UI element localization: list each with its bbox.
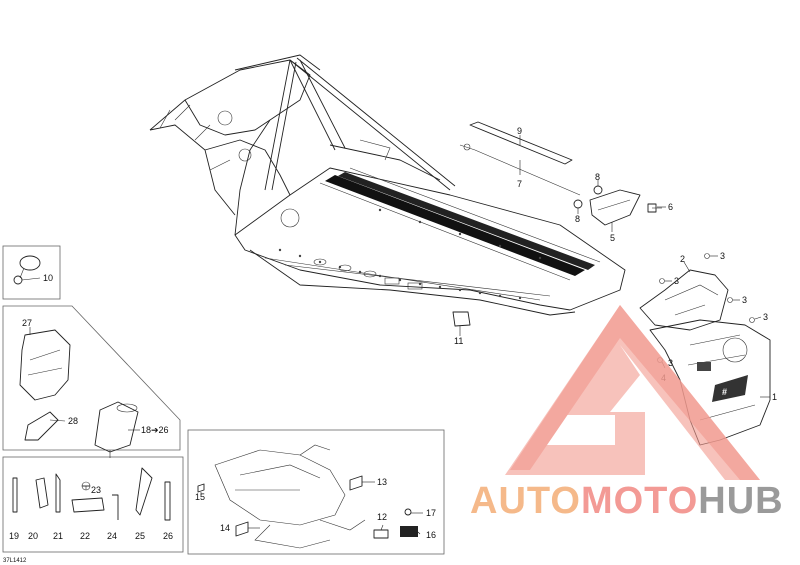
callout-14: 14 [220,523,230,533]
callout-27: 27 [22,318,32,328]
svg-text:#: # [722,387,727,397]
callout-20: 20 [28,531,38,541]
callout-1: 1 [772,392,777,402]
callout-21: 21 [53,531,63,541]
callout-8a: 8 [595,172,600,182]
callout-3d: 3 [763,312,768,322]
callout-5: 5 [610,233,615,243]
callout-labels: 1 2 3 3 3 3 3 4 5 6 7 8 8 9 10 11 12 13 … [3,126,777,564]
front-panel-assembly: # [452,121,771,446]
tools-inset-box [2,456,184,553]
callout-23: 23 [91,485,101,495]
kit-inset-box [2,305,181,451]
mirror-part [13,255,41,285]
callout-15: 15 [195,492,205,502]
callout-17: 17 [426,508,436,518]
callout-3b: 3 [674,276,679,286]
watermark-hub: HUB [698,480,784,522]
callout-3a: 3 [720,251,725,261]
callout-7: 7 [517,179,522,189]
callout-6: 6 [668,202,673,212]
snowmobile-outline [214,444,366,549]
kit-parts [19,329,139,453]
decal-inset-box [187,429,445,555]
watermark-moto: MOTO [580,480,699,522]
callout-11: 11 [454,336,463,346]
callout-2: 2 [680,254,685,264]
callout-16: 16 [426,530,436,540]
reference-code: 37L1412 [3,558,27,564]
watermark-auto: AUTO [470,480,581,522]
automotohub-triangle-logo [505,305,760,480]
callout-10: 10 [43,273,53,283]
tool-parts [12,467,171,521]
callout-19: 19 [9,531,19,541]
decal-parts [197,475,418,539]
callout-13: 13 [377,477,387,487]
callout-8b: 8 [575,214,580,224]
callout-12: 12 [377,512,387,522]
mirror-inset-box [2,245,61,300]
callout-9: 9 [517,126,522,136]
chassis-frame [149,54,626,316]
callout-25: 25 [135,531,145,541]
callout-28: 28 [68,416,78,426]
callout-26: 26 [163,531,173,541]
callout-22: 22 [80,531,90,541]
watermark-text: AUTOMOTOHUB [470,480,784,523]
callout-24: 24 [107,531,117,541]
callout-3c: 3 [742,295,747,305]
leader-lines [21,135,770,535]
callout-3e: 3 [668,358,673,368]
callout-18-26: 18➔26 [141,425,169,435]
